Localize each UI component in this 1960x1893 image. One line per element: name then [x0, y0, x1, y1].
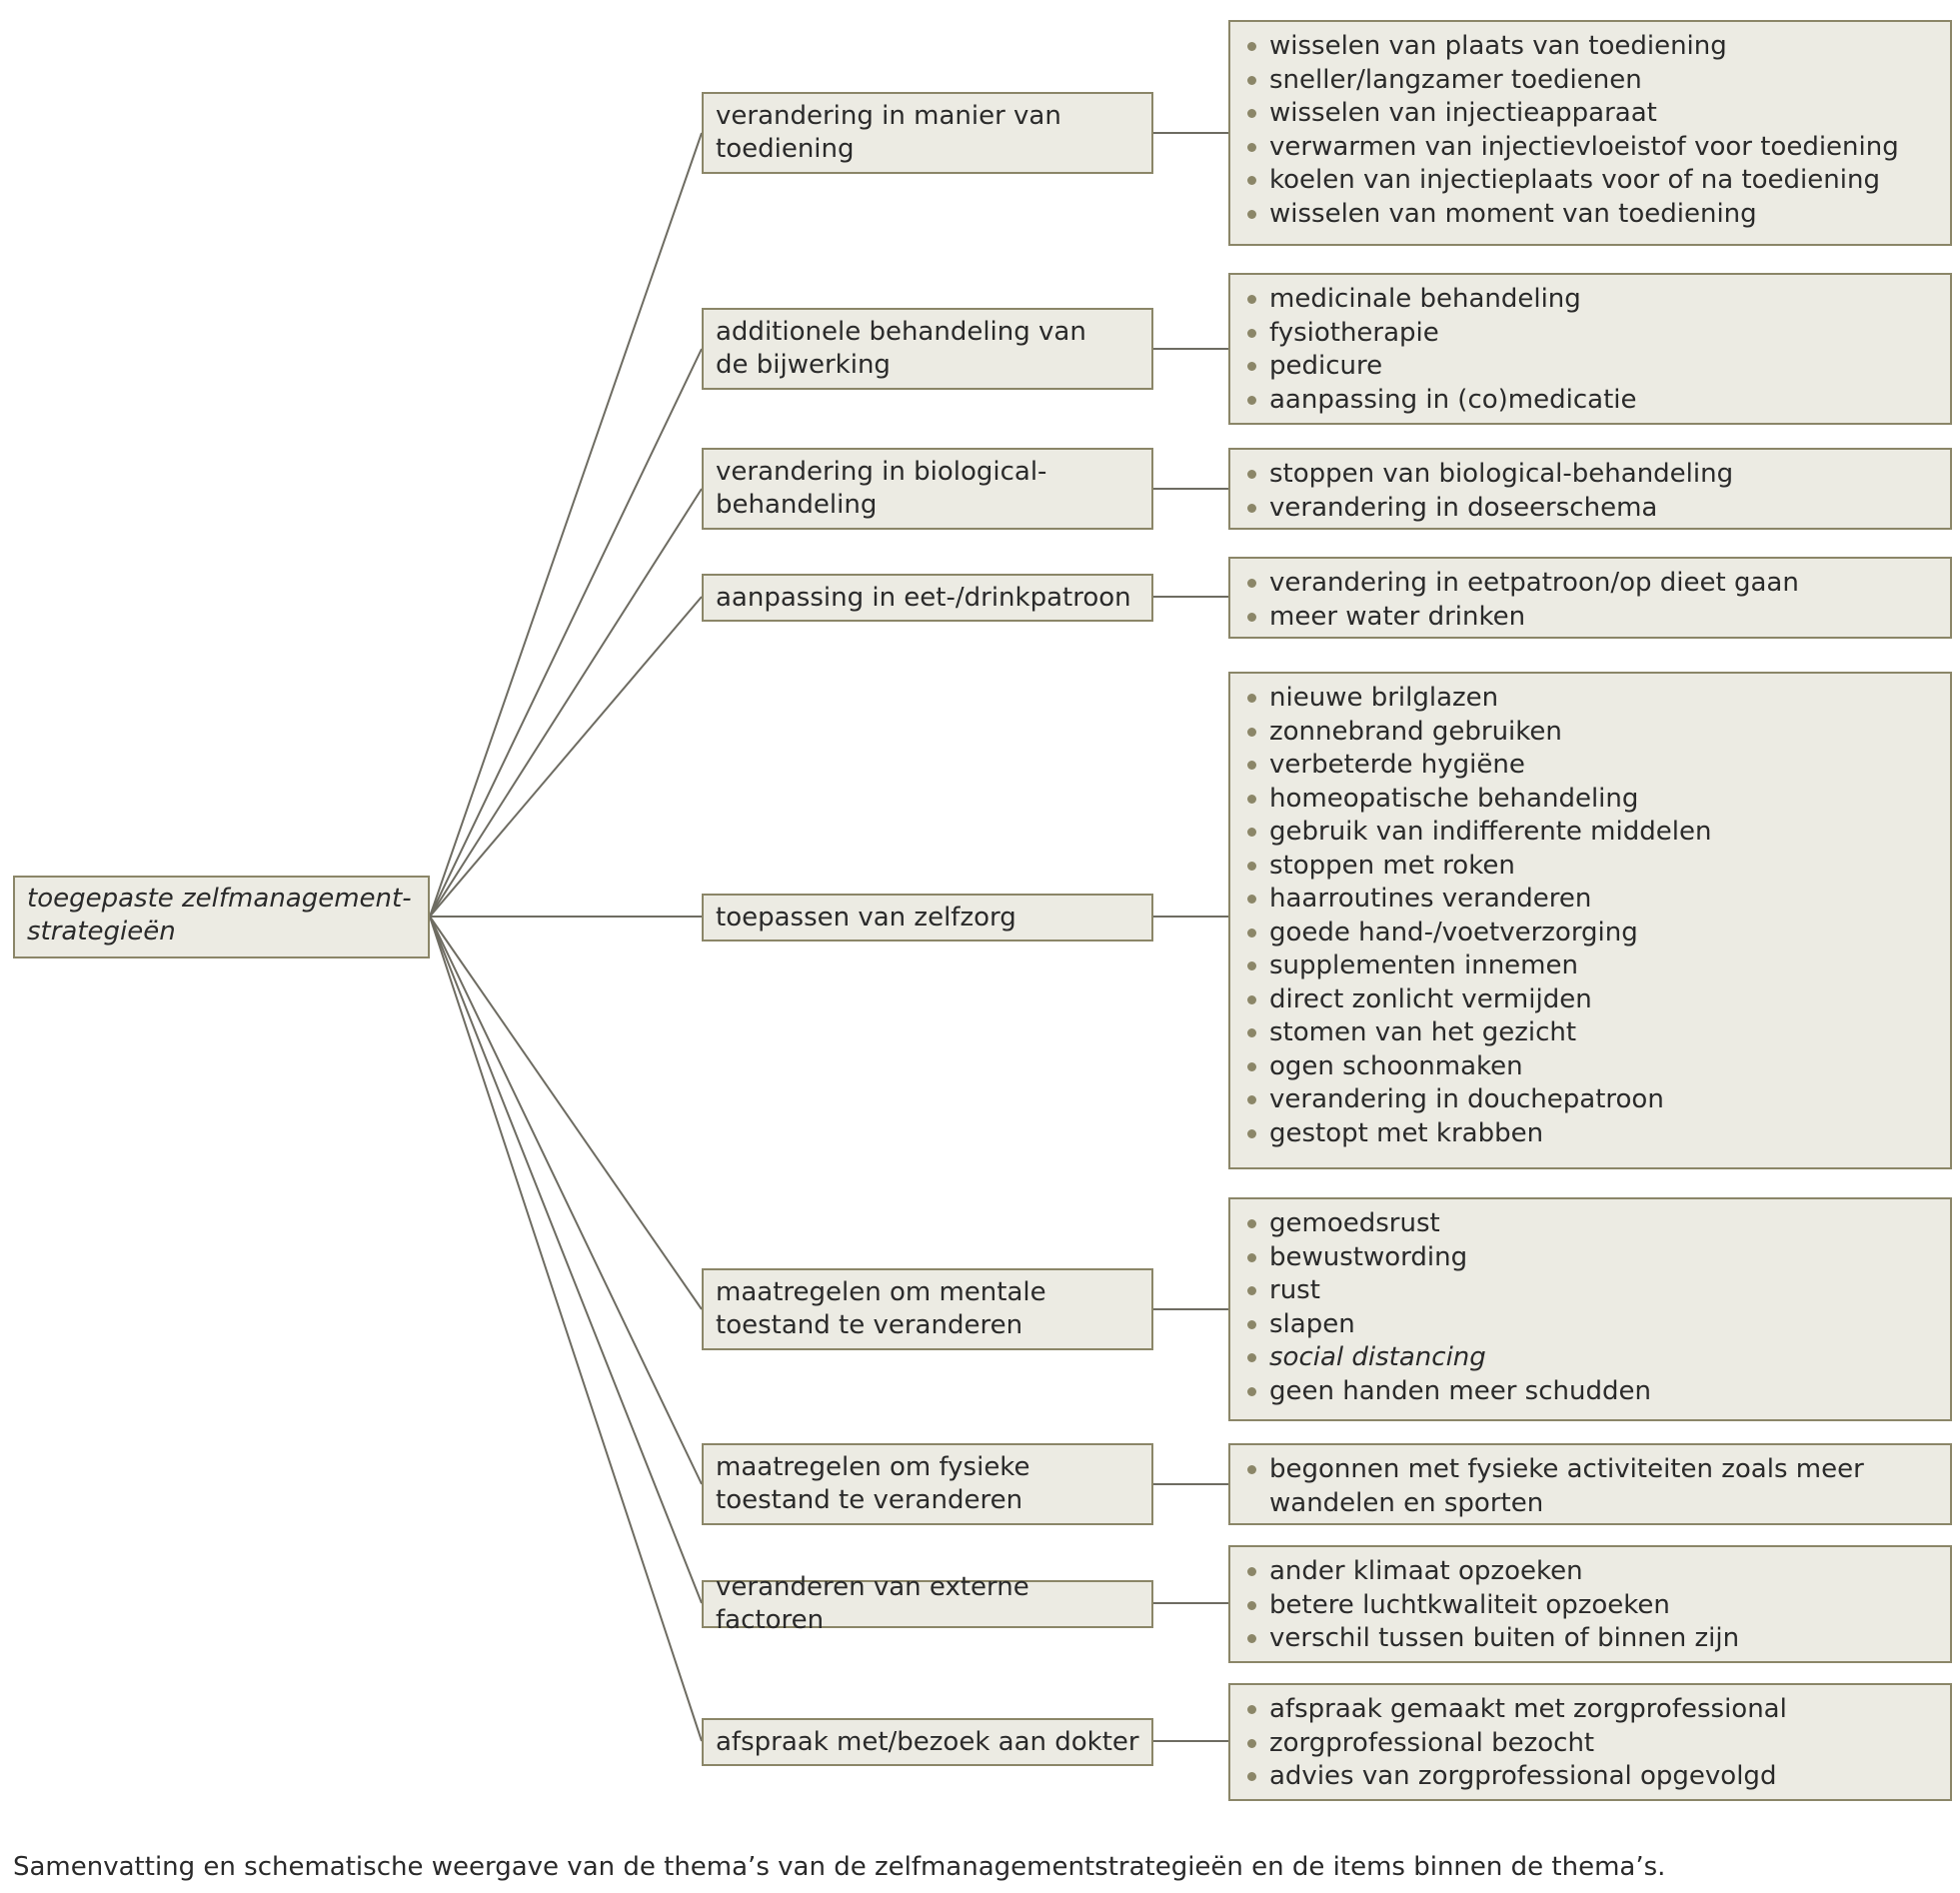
list-item: verwarmen van injectievloeistof voor toe… [1244, 131, 1936, 165]
list-item: zonnebrand gebruiken [1244, 716, 1936, 750]
items-box-9: afspraak gemaakt met zorgprofessional zo… [1228, 1683, 1952, 1801]
items-box-6: gemoedsrust bewustwording rust slapen so… [1228, 1197, 1952, 1421]
list-item: aanpassing in (co)medicatie [1244, 384, 1936, 418]
list-item: fysiotherapie [1244, 317, 1936, 351]
list-item: supplementen innemen [1244, 949, 1936, 983]
theme-node-3: verandering in biological- behandeling [702, 448, 1153, 530]
list-item: wisselen van moment van toediening [1244, 198, 1936, 232]
list-item: meer water drinken [1244, 601, 1936, 635]
list-item: zorgprofessional bezocht [1244, 1727, 1936, 1761]
list-item: verbeterde hygiëne [1244, 749, 1936, 783]
list-item-continuation: wandelen en sporten [1269, 1487, 1544, 1518]
list-item: betere luchtkwaliteit opzoeken [1244, 1589, 1936, 1623]
root-label-line-1: toegepaste zelfmanagement- [27, 884, 412, 914]
root-node: toegepaste zelfmanagement- strategieën [13, 876, 430, 958]
list-item: nieuwe brilglazen [1244, 682, 1936, 716]
list-item: verandering in doseerschema [1244, 492, 1936, 526]
list-item: gebruik van indifferente middelen [1244, 816, 1936, 850]
list-item: advies van zorgprofessional opgevolgd [1244, 1760, 1936, 1794]
list-item: medicinale behandeling [1244, 283, 1936, 317]
theme-1-label-line-2: toediening [716, 134, 855, 164]
theme-1-label-line-1: verandering in manier van [716, 101, 1061, 131]
list-item: bewustwording [1244, 1241, 1936, 1275]
list-item: goede hand-/voetverzorging [1244, 917, 1936, 950]
list-item: gestopt met krabben [1244, 1117, 1936, 1151]
list-item: verandering in eetpatroon/op dieet gaan [1244, 567, 1936, 601]
connector-root-theme-4 [429, 596, 703, 918]
list-item: gemoedsrust [1244, 1207, 1936, 1241]
theme-2-label-line-1: additionele behandeling van [716, 317, 1086, 347]
theme-6-label-line-2: toestand te veranderen [716, 1310, 1023, 1340]
theme-node-9: afspraak met/bezoek aan dokter [702, 1718, 1153, 1766]
theme-node-4: aanpassing in eet-/drinkpatroon [702, 574, 1153, 622]
theme-8-label-line-1: veranderen van externe factoren [716, 1572, 1029, 1635]
theme-4-label-line-1: aanpassing in eet-/drinkpatroon [716, 582, 1131, 613]
connector-root-theme-3 [429, 488, 703, 918]
connector-root-theme-1 [429, 132, 703, 918]
theme-5-label-line-1: toepassen van zelfzorg [716, 902, 1016, 933]
list-item: verandering in douchepatroon [1244, 1083, 1936, 1117]
connector-root-theme-8 [429, 916, 703, 1604]
list-item: slapen [1244, 1308, 1936, 1342]
list-item: verschil tussen buiten of binnen zijn [1244, 1622, 1936, 1656]
items-box-2: medicinale behandeling fysiotherapie ped… [1228, 273, 1952, 425]
list-item: social distancing [1244, 1341, 1936, 1375]
theme-9-label-line-1: afspraak met/bezoek aan dokter [716, 1726, 1139, 1757]
list-item: stoppen met roken [1244, 850, 1936, 884]
list-item: pedicure [1244, 350, 1936, 384]
connector-root-theme-2 [429, 348, 703, 918]
theme-node-1: verandering in manier van toediening [702, 92, 1153, 174]
list-item: rust [1244, 1274, 1936, 1308]
list-item: ander klimaat opzoeken [1244, 1555, 1936, 1589]
list-item: begonnen met fysieke activiteiten zoals … [1244, 1453, 1936, 1487]
theme-node-8: veranderen van externe factoren [702, 1572, 1153, 1635]
theme-7-label-line-2: toestand te veranderen [716, 1485, 1023, 1515]
theme-node-5: toepassen van zelfzorg [702, 894, 1153, 942]
list-item: stoppen van biological-behandeling [1244, 458, 1936, 492]
list-item: koelen van injectieplaats voor of na toe… [1244, 164, 1936, 198]
theme-node-7: maatregelen om fysieke toestand te veran… [702, 1443, 1153, 1525]
connector-root-theme-7 [429, 916, 703, 1485]
list-item: wisselen van injectieapparaat [1244, 97, 1936, 131]
list-item: homeopatische behandeling [1244, 783, 1936, 817]
connector-root-theme-9 [429, 916, 703, 1742]
theme-node-2: additionele behandeling van de bijwerkin… [702, 308, 1153, 390]
items-box-3: stoppen van biological-behandeling veran… [1228, 448, 1952, 530]
theme-6-label-line-1: maatregelen om mentale [716, 1277, 1046, 1307]
list-item: afspraak gemaakt met zorgprofessional [1244, 1693, 1936, 1727]
list-item: haarroutines veranderen [1244, 883, 1936, 917]
list-item: direct zonlicht vermijden [1244, 983, 1936, 1017]
connector-root-theme-6 [429, 916, 703, 1310]
root-label-line-2: strategieën [27, 917, 176, 946]
list-item: stomen van het gezicht [1244, 1016, 1936, 1050]
list-item: wisselen van plaats van toediening [1244, 30, 1936, 64]
list-item: sneller/langzamer toedienen [1244, 64, 1936, 98]
figure-caption: Samenvatting en schematische weergave va… [13, 1852, 1666, 1882]
theme-node-6: maatregelen om mentale toestand te veran… [702, 1268, 1153, 1350]
theme-2-label-line-2: de bijwerking [716, 350, 891, 380]
items-box-1: wisselen van plaats van toediening snell… [1228, 20, 1952, 246]
items-box-4: verandering in eetpatroon/op dieet gaan … [1228, 557, 1952, 639]
theme-7-label-line-1: maatregelen om fysieke [716, 1452, 1030, 1482]
list-item: geen handen meer schudden [1244, 1375, 1936, 1409]
items-box-8: ander klimaat opzoeken betere luchtkwali… [1228, 1545, 1952, 1663]
theme-3-label-line-1: verandering in biological- [716, 457, 1047, 487]
list-item: ogen schoonmaken [1244, 1050, 1936, 1084]
items-box-7: begonnen met fysieke activiteiten zoals … [1228, 1443, 1952, 1525]
theme-3-label-line-2: behandeling [716, 490, 878, 520]
items-box-5: nieuwe brilglazen zonnebrand gebruiken v… [1228, 672, 1952, 1169]
